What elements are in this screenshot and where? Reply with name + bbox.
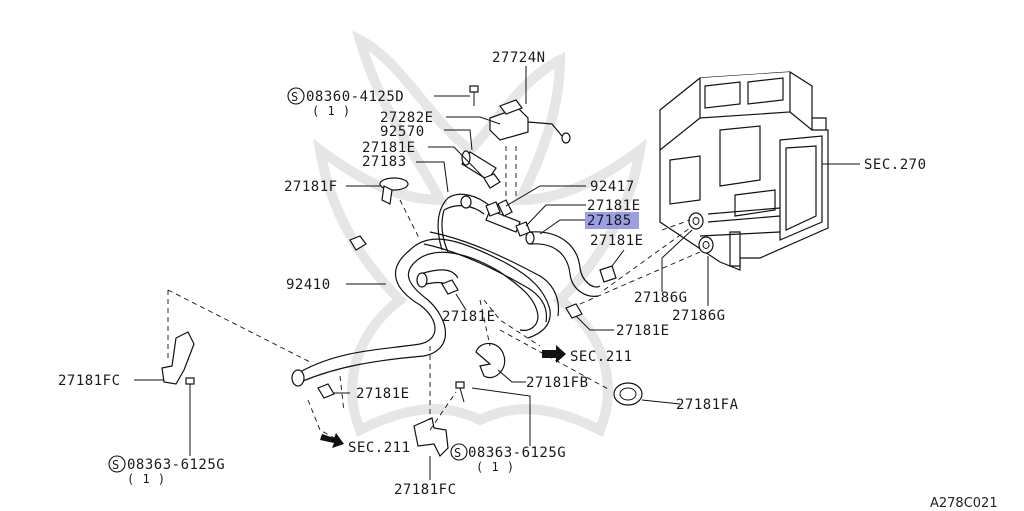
label-sec-211-left: SEC.211 <box>348 440 411 456</box>
clamp-27181f <box>379 177 409 205</box>
joint-92417 <box>485 199 521 233</box>
label-27186g-a: 27186G <box>634 290 688 306</box>
label-08363-bottom-qty: ( 1 ) <box>476 460 515 474</box>
grommet-27186g-upper <box>688 212 704 230</box>
label-27183: 27183 <box>362 154 407 170</box>
label-27181fc-bottom: 27181FC <box>394 482 457 498</box>
label-08360-qty: ( 1 ) <box>312 104 351 118</box>
s-mark-08363-bottom: S <box>454 446 462 460</box>
label-27181e-c: 27181E <box>590 233 644 249</box>
clip-27181fb <box>475 342 506 379</box>
watermark-emblem <box>313 30 647 437</box>
clamps-27181e <box>317 173 617 399</box>
s-mark-08360: S <box>291 90 299 104</box>
heater-pipes <box>699 207 781 237</box>
label-92570: 92570 <box>380 124 425 140</box>
label-27185: 27185 <box>587 213 632 229</box>
label-08360-4125d: 08360-4125D <box>306 89 404 105</box>
valve-27724n <box>489 99 571 144</box>
leader-lines <box>134 66 860 480</box>
arrow-sec211-left <box>320 433 344 448</box>
label-27181fa: 27181FA <box>676 397 739 413</box>
bracket-27181fc-left <box>161 331 195 400</box>
heater-unit <box>659 71 829 271</box>
label-27181e-e: 27181E <box>616 323 670 339</box>
label-08363-6125g-bottom: 08363-6125G <box>468 445 566 461</box>
part-labels: 27724N 08360-4125D ( 1 ) 27282E 92570 27… <box>58 50 927 498</box>
label-27181e-d: 27181E <box>442 309 496 325</box>
standard-part-marks: S S S <box>108 87 468 473</box>
label-92417: 92417 <box>590 179 635 195</box>
label-27181fb: 27181FB <box>526 375 589 391</box>
label-27282e: 27282E <box>380 110 434 126</box>
dashed-lines <box>167 146 701 441</box>
label-08363-left-qty: ( 1 ) <box>127 472 166 486</box>
label-27181e-f: 27181E <box>356 386 410 402</box>
label-27181e-a: 27181E <box>362 140 416 156</box>
s-mark-08363-left: S <box>112 458 120 472</box>
bolt-08360 <box>469 85 479 106</box>
arrow-sec211-right <box>542 345 566 363</box>
bracket-27181fc-bottom <box>413 381 465 458</box>
label-27181f: 27181F <box>284 179 338 195</box>
label-27186g-b: 27186G <box>672 308 726 324</box>
hose-27183 <box>437 193 491 253</box>
hose-92410 <box>291 231 560 387</box>
label-92410: 92410 <box>286 277 331 293</box>
label-sec-270: SEC.270 <box>864 157 927 173</box>
label-08363-6125g-left: 08363-6125G <box>127 457 225 473</box>
grommet-27186g-lower <box>698 236 714 254</box>
label-27181e-b: 27181E <box>587 198 641 214</box>
label-sec-211-right: SEC.211 <box>570 349 633 365</box>
clip-27181fa <box>613 382 643 406</box>
highlight-27185 <box>585 212 639 229</box>
label-27181fc-left: 27181FC <box>58 373 121 389</box>
label-27724n: 27724N <box>492 50 546 66</box>
reference-code: A278C021 <box>930 496 998 511</box>
